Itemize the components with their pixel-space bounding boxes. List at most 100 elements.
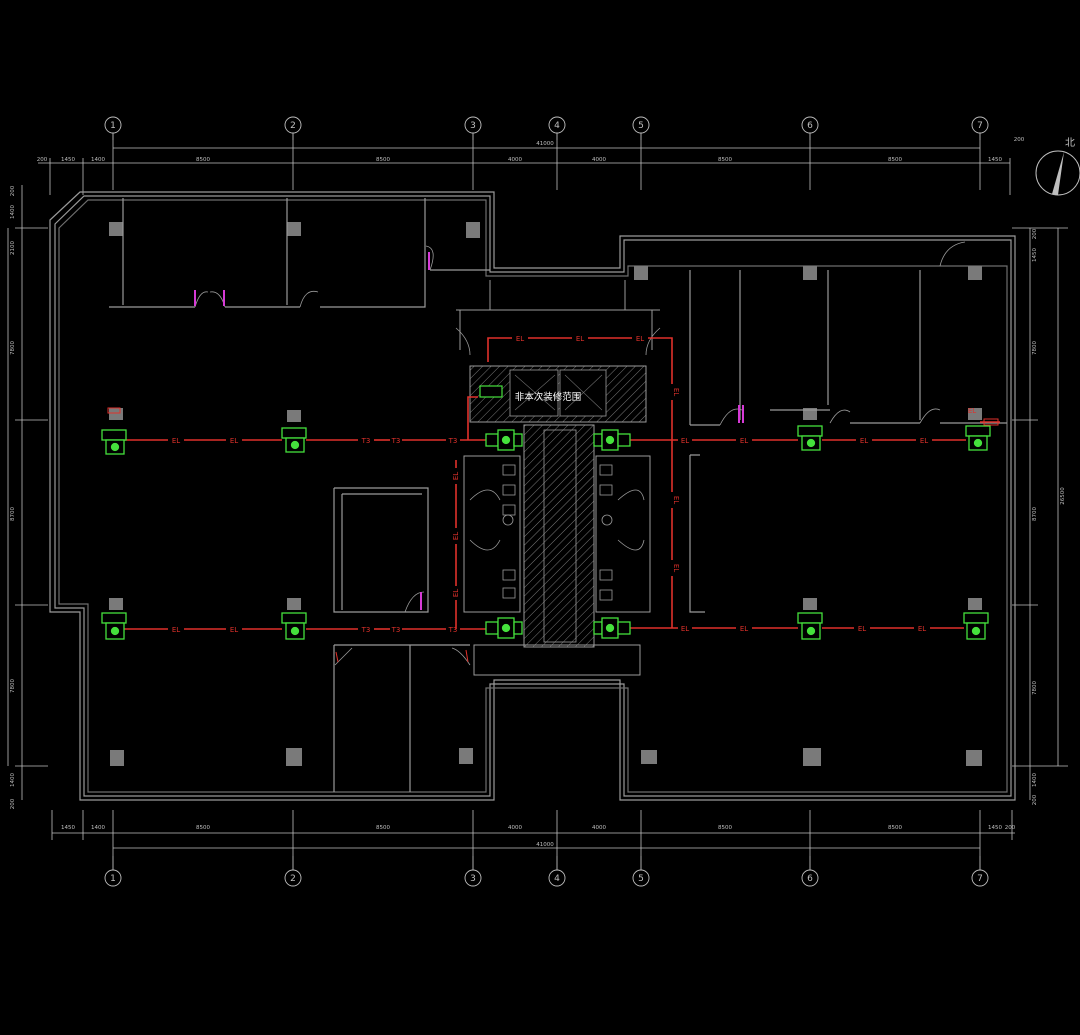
hvac-units (101, 425, 991, 640)
grid-label-top-7: 7 (977, 121, 983, 131)
dim-left-1: 1400 (10, 205, 16, 219)
pipe-label: EL (920, 437, 928, 445)
grid-label-bottom-1: 1 (110, 874, 116, 884)
hvac-unit (797, 425, 823, 451)
pipe-label: T3 (391, 626, 401, 634)
pipe-label: EL (740, 625, 748, 633)
dim-bottom-8: 1450 (988, 825, 1002, 831)
pipe-label: T3 (448, 437, 458, 445)
dim-bottom-9: 200 (1005, 825, 1016, 831)
dim-bottom-7: 8500 (888, 825, 902, 831)
hvac-unit (797, 612, 823, 640)
pipe-label: T3 (361, 437, 371, 445)
pipe-network (124, 337, 1000, 630)
hvac-unit (963, 612, 989, 640)
dim-right-0: 200 (1032, 228, 1038, 239)
grid-label-bottom-3: 3 (470, 874, 476, 884)
pipe-label: EL (516, 335, 524, 343)
hvac-unit (281, 612, 307, 640)
dim-top-10: 200 (1014, 137, 1025, 143)
pipe-label: EL (681, 625, 689, 633)
dim-top-9: 1450 (988, 157, 1002, 163)
grid-label-bottom-6: 6 (807, 874, 813, 884)
dim-bottom-3: 8500 (376, 825, 390, 831)
hvac-unit (281, 427, 307, 453)
dim-bottom-0: 1450 (61, 825, 75, 831)
dim-right-1: 1450 (1032, 248, 1038, 262)
pipe-label: EL (452, 589, 460, 597)
pipe-label: T3 (361, 626, 371, 634)
door-leaves (194, 252, 744, 610)
dim-top-5: 4000 (508, 157, 522, 163)
hvac-unit (485, 617, 523, 639)
grid-label-bottom-4: 4 (554, 874, 560, 884)
grid-bubbles-top (104, 116, 989, 140)
pipe-label: EL (672, 496, 680, 504)
hvac-unit (101, 612, 127, 640)
dim-left-6: 1400 (10, 773, 16, 787)
interior-partitions (109, 198, 1007, 792)
pipe-label: EL (968, 407, 976, 415)
dim-bottom-1: 1400 (91, 825, 105, 831)
grid-labels-bottom: 1 2 3 4 5 6 7 (110, 874, 983, 884)
pipe-label: EL (918, 625, 926, 633)
dim-left-0: 200 (10, 185, 16, 196)
pipe-label: EL (681, 437, 689, 445)
dim-top-total: 41000 (536, 141, 554, 147)
pipe-label: EL (858, 625, 866, 633)
dim-right-3: 8700 (1032, 507, 1038, 521)
dim-bottom-total: 41000 (536, 842, 554, 848)
door-swings (194, 241, 966, 666)
pipe-label: EL (172, 437, 180, 445)
bottom-dimension-texts: 1450 1400 8500 8500 4000 4000 8500 8500 … (61, 825, 1016, 848)
pipe-label: EL (672, 564, 680, 572)
dim-left-5: 7800 (10, 679, 16, 693)
hvac-unit (593, 617, 631, 639)
grid-label-bottom-5: 5 (638, 874, 644, 884)
hvac-unit (593, 429, 631, 451)
dim-top-1: 1450 (61, 157, 75, 163)
dim-right-2: 7800 (1032, 341, 1038, 355)
structural-columns (109, 222, 982, 766)
grid-label-top-6: 6 (807, 121, 813, 131)
dim-left-4: 8700 (10, 507, 16, 521)
pipe-label: EL (860, 437, 868, 445)
grid-label-top-1: 1 (110, 121, 116, 131)
dim-bottom-4: 4000 (508, 825, 522, 831)
dim-top-3: 8500 (196, 157, 210, 163)
pipe-label: EL (452, 472, 460, 480)
pipe-label: T3 (448, 626, 458, 634)
red-outlets (107, 407, 999, 663)
grid-label-top-2: 2 (290, 121, 296, 131)
pipe-label: EL (636, 335, 644, 343)
grid-label-top-5: 5 (638, 121, 644, 131)
dim-left-3: 7800 (10, 341, 16, 355)
dim-bottom-5: 4000 (592, 825, 606, 831)
pipe-label: EL (452, 532, 460, 540)
pipe-label: EL (172, 626, 180, 634)
dim-left-2: 2100 (10, 241, 16, 255)
exterior-walls (49, 191, 1016, 801)
pipe-labels: EL EL T3 T3 T3 EL EL T3 T3 T3 EL EL EL E… (172, 335, 976, 634)
dim-bottom-6: 8500 (718, 825, 732, 831)
side-dimension-texts: 200 1400 2100 7800 8700 7800 1400 200 20… (10, 185, 1066, 809)
pipe-label: EL (576, 335, 584, 343)
dim-top-6: 4000 (592, 157, 606, 163)
pipe-label: EL (740, 437, 748, 445)
dim-top-0: 200 (37, 157, 48, 163)
core-scope-label: 非本次装修范围 (515, 391, 582, 403)
building-core: 非本次装修范围 (455, 280, 661, 676)
top-dimension-texts: 41000 200 1450 1400 8500 8500 4000 4000 … (37, 137, 1025, 163)
dim-right-5: 1400 (1032, 773, 1038, 787)
grid-label-top-4: 4 (554, 121, 560, 131)
dim-right-6: 200 (1032, 794, 1038, 805)
grid-label-bottom-2: 2 (290, 874, 296, 884)
grid-bubbles-bottom (104, 856, 989, 887)
north-label: 北 (1065, 137, 1075, 149)
dim-bottom-2: 8500 (196, 825, 210, 831)
side-dimension-chains (7, 185, 1068, 800)
north-arrow-icon: 北 (1035, 137, 1080, 196)
pipe-label: EL (230, 437, 238, 445)
